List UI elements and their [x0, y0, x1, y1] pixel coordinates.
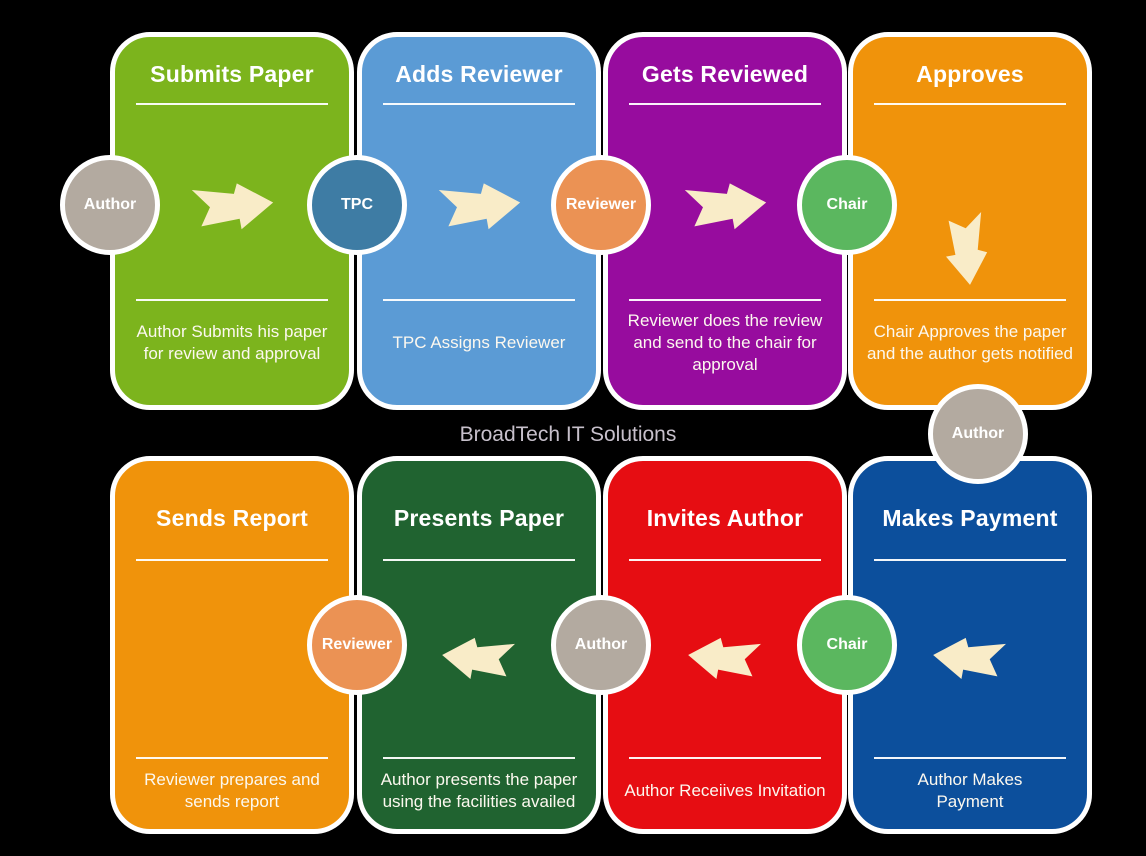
badge-label: Author — [574, 636, 628, 653]
card-title: Sends Report — [156, 505, 308, 531]
badge-label: TPC — [341, 196, 373, 213]
arrow-down-shape — [946, 212, 988, 285]
card-title: Submits Paper — [150, 61, 314, 87]
title-divider — [629, 103, 821, 105]
badge-label: Author — [951, 425, 1005, 442]
desc-divider — [629, 299, 821, 301]
arrow-down-icon — [853, 205, 1087, 291]
title-divider — [136, 559, 328, 561]
badge-label: Author — [83, 196, 137, 213]
card-description: TPC Assigns Reviewer — [392, 333, 566, 353]
arrow-right-shape — [191, 183, 274, 230]
arrow-right-icon — [608, 169, 842, 236]
badge-chair: Chair — [797, 155, 897, 255]
title-divider — [874, 559, 1066, 561]
badge-tpc: TPC — [307, 155, 407, 255]
title-divider — [383, 559, 575, 561]
badge-label: Reviewer — [565, 196, 637, 213]
badge-chair: Chair — [797, 595, 897, 695]
arrow-left-icon — [853, 625, 1087, 685]
card-title: Presents Paper — [393, 505, 565, 531]
arrow-right-shape — [684, 183, 767, 230]
badge-author: Author — [60, 155, 160, 255]
arrow-left-shape — [688, 637, 761, 679]
desc-divider — [629, 757, 821, 759]
badge-label: Reviewer — [321, 636, 393, 653]
arrow-left-shape — [442, 637, 515, 679]
arrow-left-icon — [608, 625, 842, 685]
card-title: Invites Author — [646, 505, 804, 531]
card-title: Gets Reviewed — [641, 61, 809, 87]
desc-divider — [136, 757, 328, 759]
card-description: Author presents the paper using the faci… — [380, 770, 578, 811]
badge-label: Chair — [826, 636, 868, 653]
card-description: Reviewer does the review and send to the… — [627, 311, 823, 374]
brand-label: BroadTech IT Solutions — [459, 423, 677, 446]
title-divider — [874, 103, 1066, 105]
arrow-right-icon — [362, 169, 596, 236]
card-description: Reviewer prepares and sends report — [144, 770, 320, 811]
arrow-left-icon — [362, 625, 596, 685]
title-divider — [136, 103, 328, 105]
desc-divider — [874, 299, 1066, 301]
badge-reviewer: Reviewer — [551, 155, 651, 255]
desc-divider — [383, 757, 575, 759]
card-description: Author Makes Payment — [917, 770, 1023, 811]
card-title: Adds Reviewer — [395, 61, 563, 87]
card-description: Author Submits his paper for review and … — [136, 322, 328, 363]
desc-divider — [383, 299, 575, 301]
arrow-right-icon — [115, 169, 349, 236]
badge-label: Chair — [826, 196, 868, 213]
arrow-right-shape — [438, 183, 521, 230]
badge-author: Author — [928, 384, 1028, 484]
badge-reviewer: Reviewer — [307, 595, 407, 695]
title-divider — [383, 103, 575, 105]
card-description: Author Receiives Invitation — [624, 781, 826, 801]
arrow-left-shape — [933, 637, 1006, 679]
card-title: Approves — [916, 61, 1024, 87]
desc-divider — [136, 299, 328, 301]
desc-divider — [874, 757, 1066, 759]
title-divider — [629, 559, 821, 561]
card-title: Makes Payment — [882, 505, 1058, 531]
card-description: Chair Approves the paper and the author … — [866, 322, 1074, 363]
badge-author: Author — [551, 595, 651, 695]
